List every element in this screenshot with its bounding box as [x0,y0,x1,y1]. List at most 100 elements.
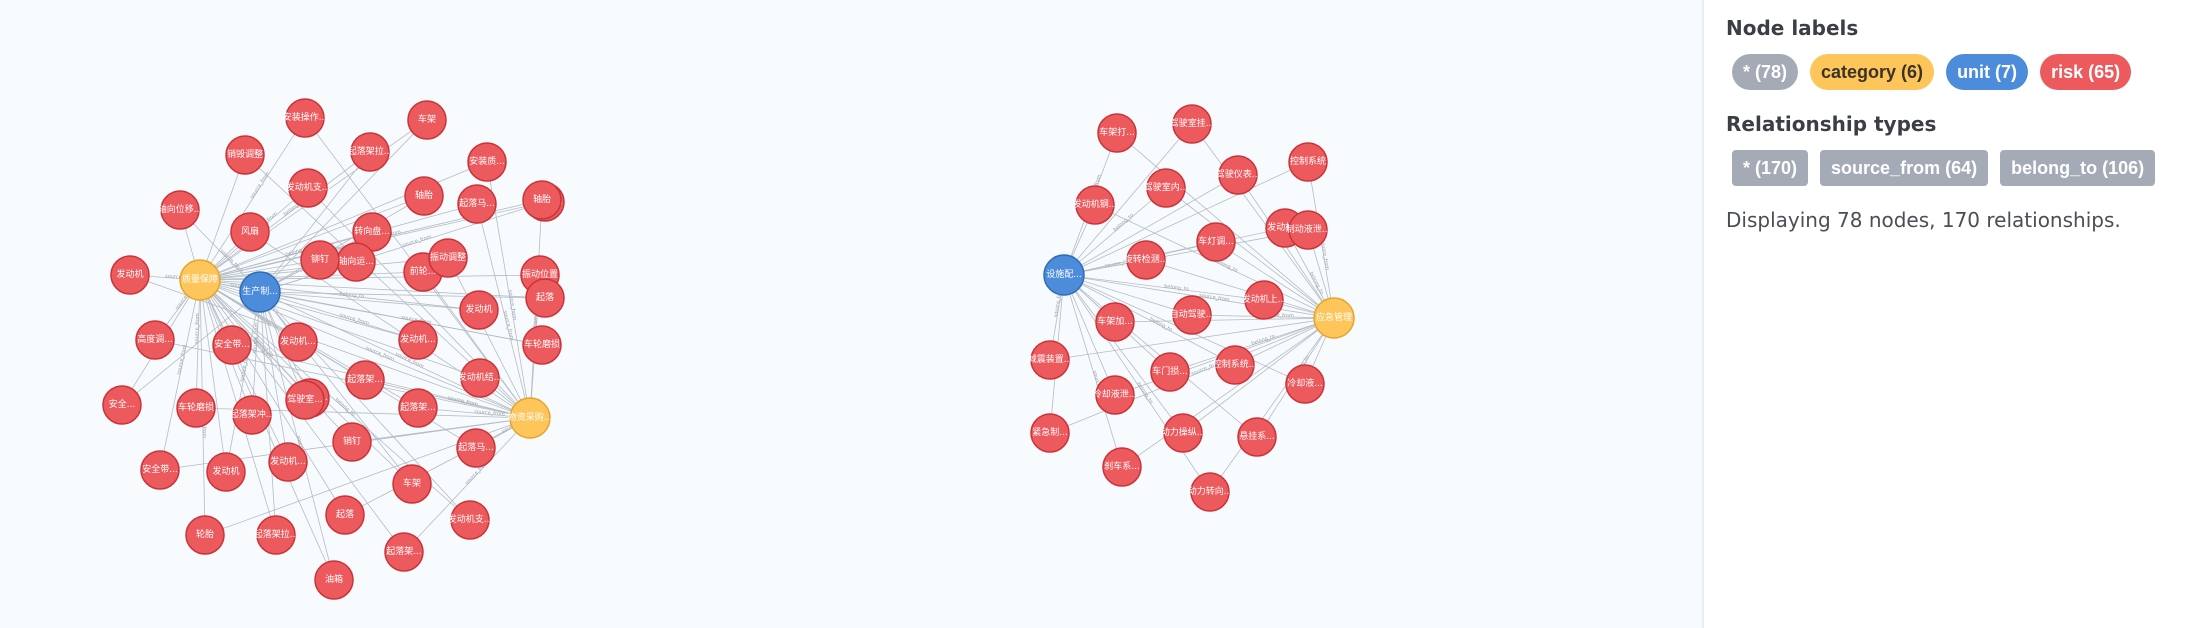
graph-edge [199,117,306,281]
node-circle [392,464,432,504]
risk-node[interactable]: 振动调整 [428,238,468,278]
risk-node[interactable]: 自动驾驶... [1170,295,1215,335]
graph-edge [364,379,531,419]
risk-node[interactable]: 铆钉 [300,240,340,280]
risk-node[interactable]: 减震装置... [1028,340,1073,380]
risk-node[interactable]: 控制系统 [1288,142,1328,182]
risk-node[interactable]: 发动机... [268,442,308,482]
graph-edge [1063,274,1335,319]
node-label-category-pill[interactable]: category (6) [1810,54,1935,90]
risk-node[interactable]: 轴胎 [404,176,444,216]
risk-node[interactable]: 轮胎 [185,515,225,555]
risk-node[interactable]: 车架 [392,464,432,504]
node-circle [332,422,372,462]
edge-label: source_from [401,234,432,249]
graph-edge [1063,123,1193,276]
risk-node[interactable]: 车轮磨损 [176,388,216,428]
risk-node[interactable]: 油箱 [314,560,354,600]
risk-node[interactable]: 发动机结... [458,358,503,398]
risk-node[interactable]: 起落 [325,495,365,535]
node-circle [467,142,507,182]
risk-node[interactable]: 车架 [407,100,447,140]
risk-node[interactable]: 安装操作... [283,98,328,138]
risk-node[interactable]: 轴胎 [522,180,562,220]
risk-node[interactable]: 车架打... [1097,113,1137,153]
risk-node[interactable]: 驾驶室挂... [1170,104,1215,144]
risk-node[interactable]: 旋转检测... [1124,240,1169,280]
category-node[interactable]: 应急管理 [1313,297,1355,339]
node-circle [268,442,308,482]
graph-edge [199,279,419,341]
node-circle [212,325,252,365]
node-circle [1215,345,1255,385]
risk-node[interactable]: 车门损... [1150,352,1190,392]
risk-node[interactable]: 起落架拉... [348,132,393,172]
risk-node[interactable]: 发动机 [206,452,246,492]
unit-node[interactable]: 设施配... [1043,254,1085,296]
risk-node[interactable]: 紧急制... [1030,413,1070,453]
risk-node[interactable]: 安全带... [140,450,180,490]
risk-node[interactable]: 起落 [525,278,565,318]
risk-node[interactable]: 起落架拉... [254,515,299,555]
graph-canvas[interactable]: source_from belong_to source_from source_fr… [0,0,1700,628]
graph-edge [259,291,543,346]
risk-node[interactable]: 起落马... [456,428,496,468]
unit-node[interactable]: 生产制... [239,271,281,313]
risk-node[interactable]: 销钉 [332,422,372,462]
graph-edge [199,279,289,463]
risk-node[interactable]: 刹车系... [1102,447,1142,487]
edge-label: belong_to [1251,334,1276,347]
node-circle [1126,240,1166,280]
node-circle [428,238,468,278]
edge-label: source_from [447,395,478,408]
node-circle [1095,375,1135,415]
risk-node[interactable]: 动力转向... [1188,472,1233,512]
node-label-unit-pill[interactable]: unit (7) [1946,54,2029,90]
graph-edge [199,279,353,443]
risk-node[interactable]: 发动机支... [448,500,493,540]
node-label-risk-pill[interactable]: risk (65) [2040,54,2132,90]
node-circle [140,450,180,490]
graph-edge [199,154,246,281]
risk-node[interactable]: 风扇 [230,212,270,252]
risk-node[interactable]: 发动机... [278,322,318,362]
risk-node[interactable]: 轴向位移... [158,190,203,230]
node-circle [525,278,565,318]
graph-edge [1063,227,1286,276]
risk-node[interactable]: 销毁调整 [225,135,265,175]
node-circle [285,98,325,138]
risk-node[interactable]: 轴向运... [336,242,376,282]
risk-node[interactable]: 发动机 [110,255,150,295]
node-label-all-pill[interactable]: * (78) [1732,54,1799,90]
graph-edge [1121,317,1335,468]
rel-type-source-from-pill[interactable]: source_from (64) [1820,150,1989,186]
category-node[interactable]: 质量保障 [179,259,221,301]
node-circle [288,168,328,208]
graph-edge [422,271,531,419]
graph-edge [1215,241,1335,319]
risk-node[interactable]: 安装质... [467,142,507,182]
risk-node[interactable]: 安全带... [212,325,252,365]
edge-label: source_from [1199,293,1230,304]
risk-node[interactable]: 车灯调... [1196,222,1236,262]
risk-node[interactable]: 车架加... [1095,302,1135,342]
risk-node[interactable]: 起落架... [398,388,438,428]
risk-node[interactable]: 发动机... [398,320,438,360]
risk-node[interactable]: 车轮磨损 [522,325,562,365]
risk-node[interactable]: 驾驶室... [285,380,325,420]
risk-node[interactable]: 起落架... [384,532,424,572]
graph-edge [1063,187,1167,276]
risk-node[interactable]: 冷却液... [1285,364,1325,404]
risk-node[interactable]: 起落架... [345,360,385,400]
risk-node[interactable]: 驾驶仪表... [1216,155,1261,195]
rel-type-all-pill[interactable]: * (170) [1732,150,1809,186]
risk-node[interactable]: 高度调... [135,320,175,360]
rel-type-belong-to-pill[interactable]: belong_to (106) [2000,150,2156,186]
risk-node[interactable]: 发动机钢... [1073,185,1118,225]
risk-node[interactable]: 悬挂系... [1237,417,1277,457]
risk-node[interactable]: 安全... [102,385,142,425]
risk-node[interactable]: 起落马... [457,184,497,224]
graph-visualization[interactable]: source_from belong_to source_from source_fr… [0,0,1700,628]
risk-node[interactable]: 发动机 [459,290,499,330]
risk-node[interactable]: 动力操纵... [1161,413,1206,453]
